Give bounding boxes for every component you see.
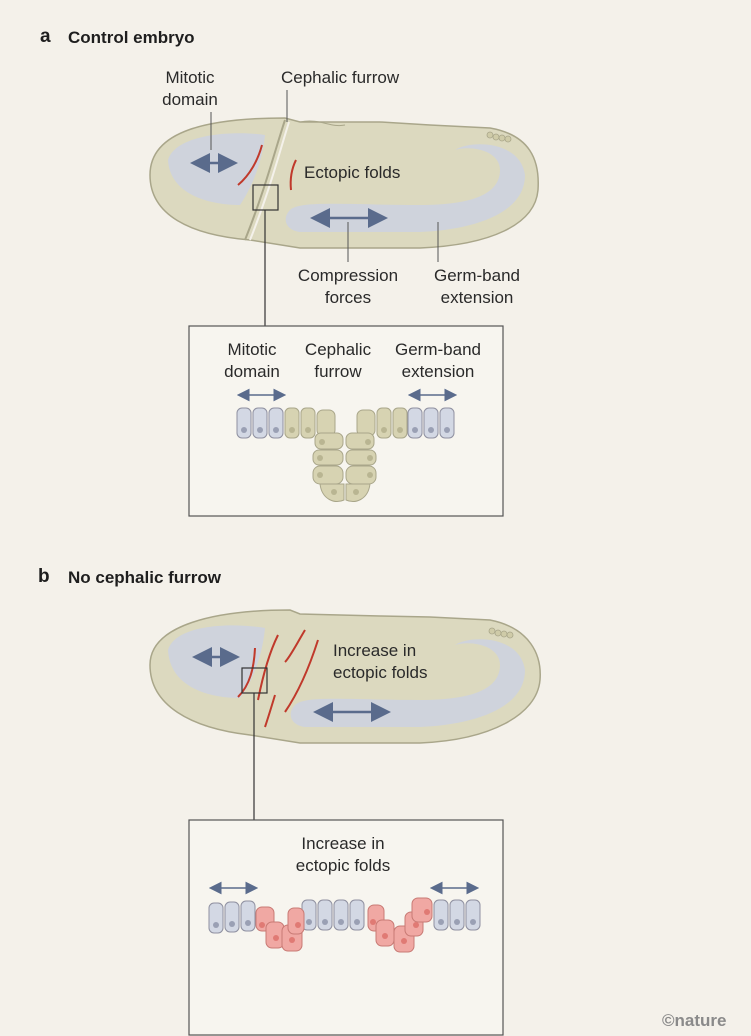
label-line: forces: [324, 288, 372, 307]
label-line: ectopic folds: [333, 663, 428, 682]
label-line: Cephalic: [304, 340, 372, 359]
label-line: Germ-band: [434, 266, 520, 285]
inset-b-label-increase-ectopic-folds: Increase in ectopic folds: [280, 833, 406, 877]
ectopic-fold: [289, 159, 297, 191]
label-increase-ectopic-folds: Increase in ectopic folds: [333, 640, 428, 684]
label-line: domain: [162, 90, 218, 109]
pole-cells-b: [488, 627, 514, 639]
label-line: domain: [224, 362, 280, 381]
inset-a-label-mitotic-domain: Mitotic domain: [214, 339, 290, 383]
label-line: Germ-band: [395, 340, 481, 359]
label-cephalic-furrow: Cephalic furrow: [281, 68, 400, 87]
inset-b-cells: [208, 897, 481, 953]
ectopic-fold: [237, 144, 263, 186]
panel-a-title: Control embryo: [68, 28, 195, 47]
embryo-b: [149, 609, 541, 820]
nature-credit: ©nature: [662, 1011, 727, 1030]
label-line: extension: [401, 362, 475, 381]
label-line: Mitotic: [165, 68, 215, 87]
inset-a-label-germ-band-extension: Germ-band extension: [386, 339, 490, 383]
label-compression-forces: Compression forces: [288, 265, 408, 309]
label-line: Mitotic: [227, 340, 277, 359]
label-ectopic-folds: Ectopic folds: [304, 163, 401, 182]
label-line: Compression: [297, 266, 399, 285]
panel-b-title: No cephalic furrow: [68, 568, 222, 587]
label-line: furrow: [314, 362, 362, 381]
cephalic-furrow-line: [244, 119, 286, 241]
inset-a-label-cephalic-furrow: Cephalic furrow: [298, 339, 378, 383]
label-line: extension: [440, 288, 514, 307]
label-line: Increase in: [301, 834, 385, 853]
label-germ-band-extension: Germ-band extension: [425, 265, 529, 309]
label-line: ectopic folds: [295, 856, 391, 875]
panel-a-letter: a: [40, 26, 51, 47]
panel-b-letter: b: [38, 566, 50, 587]
embryo-a: [149, 90, 539, 326]
label-line: Increase in: [333, 641, 417, 660]
label-mitotic-domain: Mitotic domain: [150, 67, 230, 111]
pole-cells: [486, 131, 512, 143]
inset-a-cells: [236, 407, 455, 502]
